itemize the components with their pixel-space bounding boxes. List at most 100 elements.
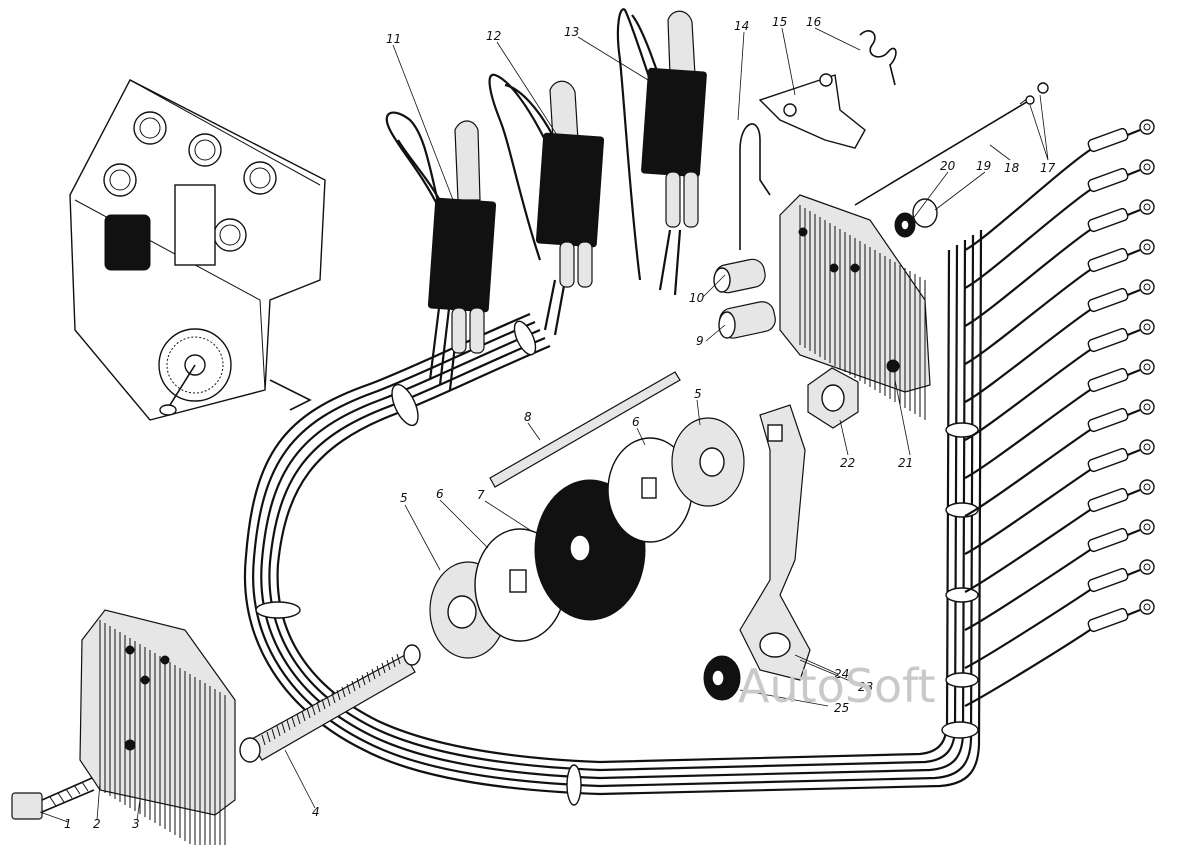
callout-18: 18	[1004, 161, 1020, 175]
rod-18	[854, 97, 1031, 206]
branch-wire	[964, 439, 1155, 555]
callout-5-right: 5	[694, 387, 702, 401]
callout-14: 14	[734, 19, 749, 33]
washer-5-right	[671, 417, 745, 507]
callout-2: 2	[93, 817, 101, 831]
ring-terminal	[1139, 239, 1155, 255]
branch-wire	[964, 559, 1155, 669]
ring-terminal	[1139, 399, 1155, 415]
instrument-panel-assembly	[69, 79, 326, 421]
wire-sleeve	[1087, 287, 1129, 313]
callout-13: 13	[564, 25, 579, 39]
ring-terminal	[1139, 519, 1155, 535]
callout-6-left: 6	[436, 487, 444, 501]
nut-25	[703, 655, 741, 701]
callout-numbers: 1 2 3 4 5 5 6 6 7 8 9 10 11 12 13 14 15 …	[64, 15, 1056, 831]
pin-14	[739, 123, 771, 250]
wire-sleeve	[1087, 127, 1129, 153]
ring-terminal	[1139, 599, 1155, 615]
wire-sleeve	[1087, 247, 1129, 273]
disc-6-right	[607, 437, 693, 543]
branch-wire	[964, 599, 1155, 707]
fuse-holder-12	[488, 73, 605, 336]
wire-sleeve	[1087, 367, 1129, 393]
bracket-15	[758, 73, 866, 149]
branch-wire	[964, 399, 1155, 517]
callout-10: 10	[689, 291, 705, 305]
ring-terminal	[1139, 119, 1155, 135]
callout-4: 4	[312, 805, 320, 819]
lever-23	[739, 404, 811, 681]
ring-terminal	[1139, 439, 1155, 455]
terminal-strip	[174, 184, 216, 266]
branch-wire	[964, 199, 1155, 327]
branch-wire	[964, 119, 1155, 251]
callout-6-right: 6	[632, 415, 640, 429]
ring-terminal	[1139, 559, 1155, 575]
washer-20	[894, 212, 916, 238]
bolt-1	[11, 777, 95, 820]
fuse-holder-11	[385, 111, 497, 391]
nuts-17	[1025, 82, 1049, 105]
callout-24: 24	[834, 667, 849, 681]
wire-sleeve	[1087, 407, 1129, 433]
ring-terminal	[1139, 279, 1155, 295]
branch-wire	[964, 359, 1155, 479]
wire-sleeve	[1087, 167, 1129, 193]
rod-8	[489, 371, 681, 488]
wire-sleeve	[1087, 447, 1129, 473]
wire-sleeve	[1087, 487, 1129, 513]
wire-sleeve	[1087, 327, 1129, 353]
nut-22	[807, 367, 859, 429]
callout-16: 16	[806, 15, 822, 29]
wire-sleeve	[1087, 527, 1129, 553]
callout-19: 19	[976, 159, 991, 173]
callout-25: 25	[834, 701, 849, 715]
rheostat-dial	[158, 328, 232, 416]
plate-21	[779, 194, 931, 420]
wire-harness	[243, 119, 1155, 806]
branch-wire	[964, 279, 1155, 403]
ring-terminal	[1139, 479, 1155, 495]
leader-lines	[39, 27, 1049, 823]
callout-5-left: 5	[400, 491, 408, 505]
callout-8: 8	[524, 410, 532, 424]
watermark: AutoSoft	[738, 659, 936, 713]
callout-23: 23	[858, 680, 873, 694]
callout-22: 22	[840, 456, 855, 470]
harness-branches	[964, 119, 1155, 707]
ring-terminal	[1139, 319, 1155, 335]
branch-wire	[964, 479, 1155, 593]
callout-11: 11	[386, 32, 401, 46]
fuse-holder-13	[616, 8, 707, 296]
switch-block	[104, 214, 151, 271]
gauge-dials	[103, 111, 277, 252]
plate-3	[79, 609, 236, 845]
spring-16	[859, 30, 897, 86]
callout-3: 3	[132, 817, 140, 831]
branch-wire	[964, 239, 1155, 365]
bushing-10	[713, 258, 766, 294]
ring-terminal	[1139, 359, 1155, 375]
callout-17: 17	[1040, 161, 1056, 175]
shaft-4	[239, 644, 421, 763]
branch-wire	[964, 159, 1155, 289]
ring-terminal	[1139, 159, 1155, 175]
ring-terminal	[1139, 199, 1155, 215]
callout-20: 20	[940, 159, 956, 173]
callout-1: 1	[64, 817, 72, 831]
wire-sleeve	[1087, 567, 1129, 593]
callout-12: 12	[486, 29, 501, 43]
bushing-9	[718, 301, 776, 339]
callout-7: 7	[477, 488, 485, 502]
branch-wire	[964, 519, 1155, 631]
callout-9: 9	[696, 334, 704, 348]
branch-wire	[964, 319, 1155, 441]
wire-sleeve	[1087, 207, 1129, 233]
callout-21: 21	[898, 456, 913, 470]
callout-15: 15	[772, 15, 787, 29]
wire-sleeve	[1087, 607, 1129, 633]
washer-19	[912, 198, 938, 228]
harness-clamps	[255, 320, 979, 806]
